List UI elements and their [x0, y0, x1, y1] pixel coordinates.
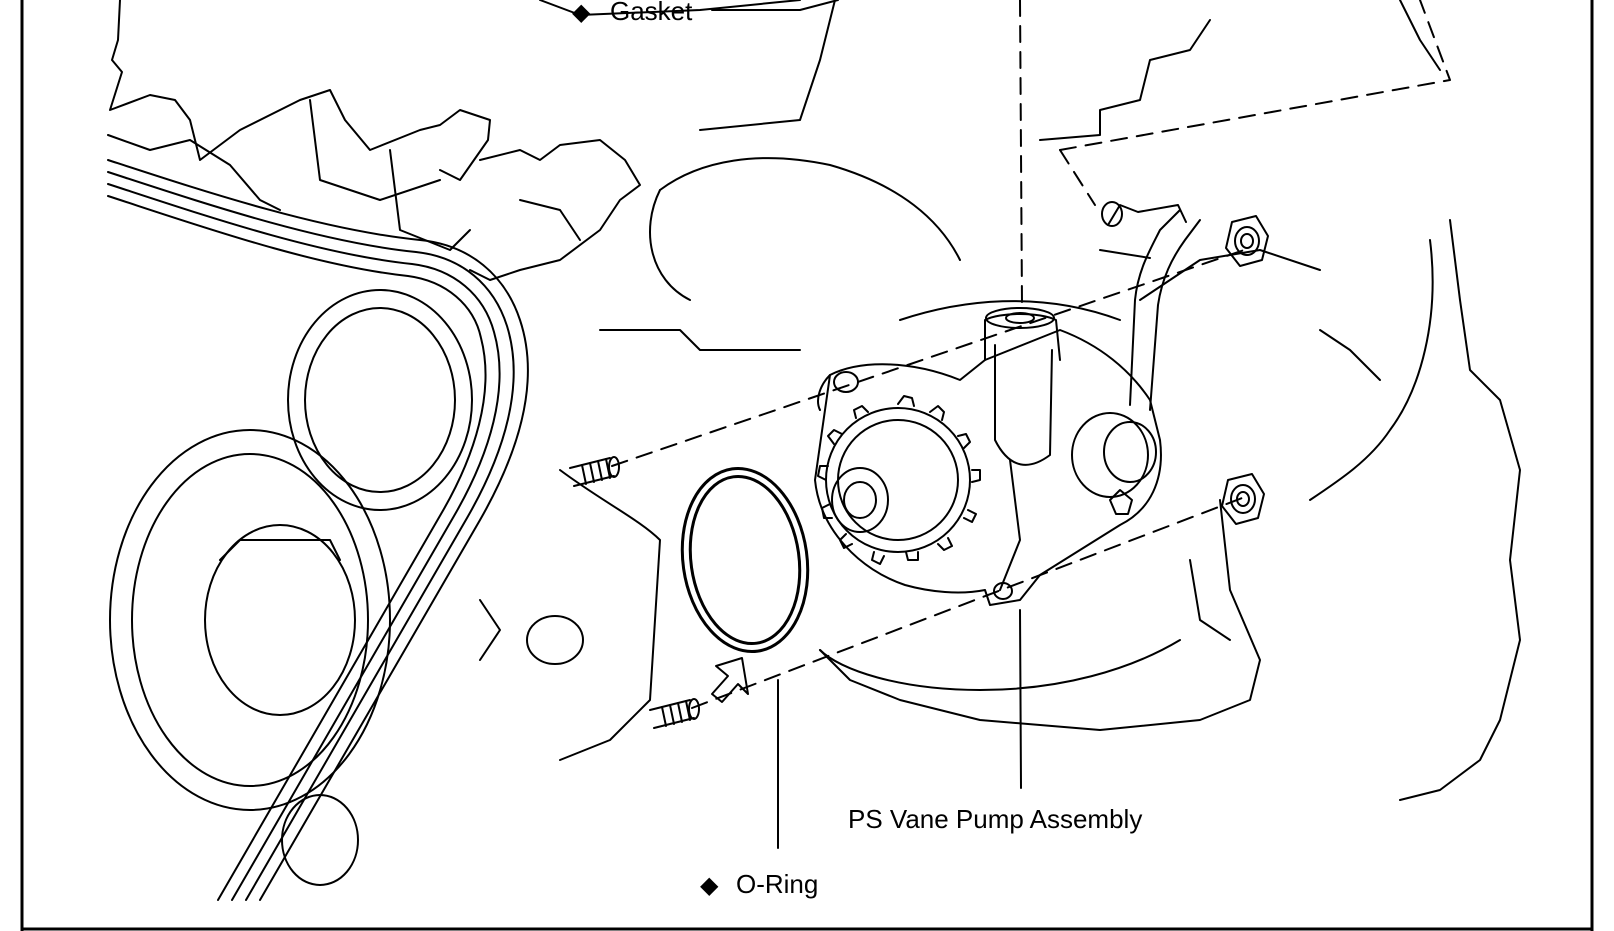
o-ring-label: O-Ring: [736, 869, 818, 899]
installation-arrow-icon: [711, 657, 749, 703]
flange-nut-lower: [1221, 473, 1265, 525]
gasket-marker: ◆: [572, 0, 591, 26]
idler-pulley: [287, 289, 473, 511]
callout-leaders: [711, 0, 1022, 849]
gasket-callout: ◆ Gasket: [572, 0, 693, 26]
o-ring-marker: ◆: [700, 872, 719, 899]
engine-block-outline: [107, 0, 1521, 801]
crank-pulley: [109, 429, 391, 886]
o-ring: [680, 466, 810, 654]
pump-mount-face: [479, 469, 661, 761]
drive-belt: [107, 159, 529, 901]
gasket-label: Gasket: [610, 0, 693, 26]
ps-vane-pump-label: PS Vane Pump Assembly: [848, 804, 1142, 834]
flange-nut-upper: [1225, 215, 1269, 267]
diagram-frame: [20, 0, 1594, 931]
alignment-guides: [611, 0, 1451, 709]
ps-vane-pump: [814, 201, 1201, 606]
mounting-stud-lower: [649, 698, 700, 729]
o-ring-callout: ◆ O-Ring: [700, 869, 818, 899]
